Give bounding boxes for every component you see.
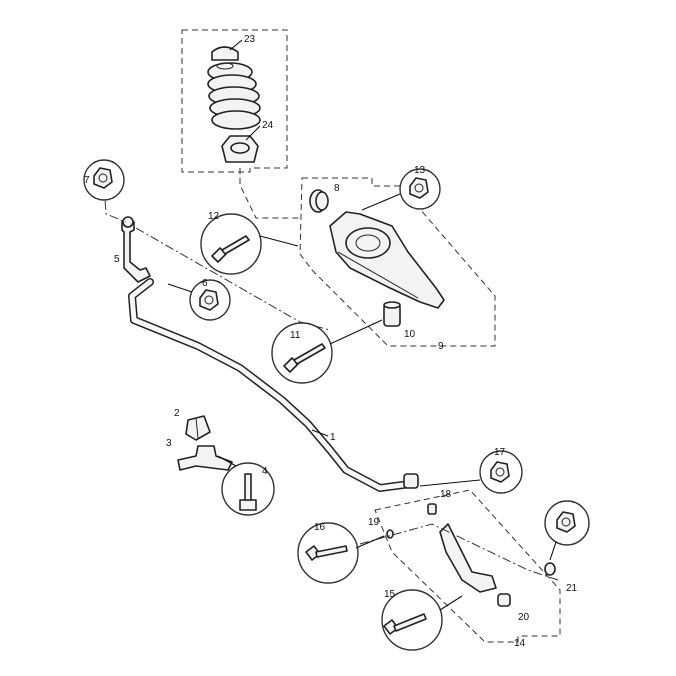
label-12: 12	[208, 211, 220, 222]
rear-link	[439, 523, 497, 593]
callout-circle-nut-6	[167, 279, 231, 321]
callout-circle-nut-17	[419, 450, 523, 494]
lower-arm-group-frame	[299, 177, 496, 347]
label-8: 8	[334, 183, 340, 194]
callout-circle-bolt-15	[381, 589, 463, 651]
callout-circle-bolt-12	[200, 213, 299, 275]
label-21: 21	[566, 583, 578, 594]
spring-group-frame	[181, 29, 288, 173]
axis-line-lower	[359, 523, 559, 581]
leader-24	[245, 125, 261, 141]
anti-roll-bar	[128, 278, 419, 492]
clamp-bush	[185, 415, 211, 441]
label-2: 2	[174, 408, 180, 419]
label-16: 16	[314, 522, 326, 533]
callout-circle-nut-25	[544, 500, 590, 561]
label-14: 14	[514, 638, 526, 649]
label-9: 9	[438, 341, 444, 352]
label-3: 3	[166, 438, 172, 449]
label-18: 18	[440, 489, 452, 500]
callout-circle-bolt-16	[297, 522, 385, 584]
label-20: 20	[518, 612, 530, 623]
leader-23	[229, 39, 243, 51]
washer-19	[386, 529, 394, 539]
label-10: 10	[404, 329, 416, 340]
label-23: 23	[244, 34, 256, 45]
label-19: 19	[368, 517, 380, 528]
drop-link	[121, 216, 151, 283]
lower-control-arm	[329, 211, 445, 309]
rear-link-group-frame	[374, 489, 561, 643]
label-5: 5	[114, 254, 120, 265]
axis-line-link	[103, 183, 127, 223]
leader-1	[311, 429, 329, 437]
coil-spring	[207, 46, 261, 130]
axis-line-upper	[135, 227, 331, 331]
callout-circle-bolt-11	[271, 319, 383, 384]
label-6: 6	[202, 278, 208, 289]
bush-lower	[383, 301, 401, 327]
label-15: 15	[384, 589, 396, 600]
callout-circle-nut-13	[361, 168, 441, 211]
washer-21	[544, 562, 556, 576]
callout-circle-nut-7	[83, 159, 125, 201]
clamp-bracket	[177, 445, 233, 471]
label-11: 11	[290, 330, 301, 341]
label-17: 17	[494, 447, 506, 458]
bush-upper	[309, 189, 329, 213]
small-bush-18	[427, 503, 437, 515]
label-24: 24	[262, 120, 274, 131]
spring-seat	[221, 135, 259, 163]
callout-circle-bolt-4	[217, 455, 275, 516]
label-7: 7	[84, 175, 90, 186]
label-1: 1	[330, 432, 336, 443]
bush-20	[497, 593, 511, 607]
spring-drop-line	[239, 168, 300, 219]
label-4: 4	[262, 466, 268, 477]
label-13: 13	[414, 165, 426, 176]
